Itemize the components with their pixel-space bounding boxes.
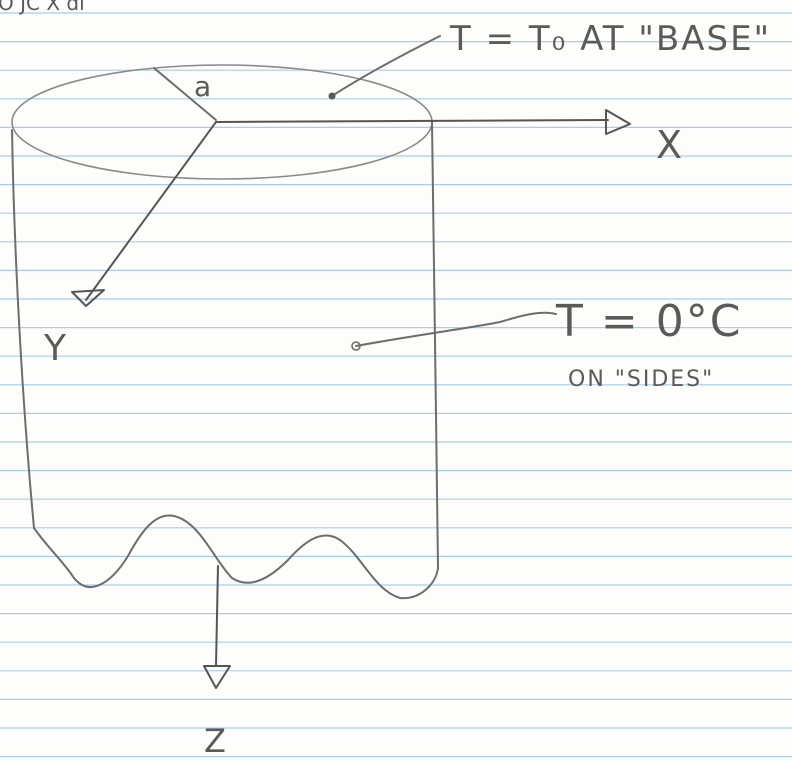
cylinder-left-side (11, 129, 35, 529)
cylinder-wavy-bottom (33, 514, 439, 600)
base-leader-line (331, 35, 441, 97)
radius-label: a (194, 70, 211, 103)
base-condition-label: T = T₀ AT "BASE" (449, 19, 771, 59)
z-axis-arrowhead (203, 665, 231, 689)
z-axis-label: Z (204, 722, 226, 760)
x-axis-line (215, 119, 609, 123)
y-axis-arrowhead (71, 289, 105, 307)
y-axis-line (85, 121, 217, 301)
top-left-fragment-text: O JC X dl (0, 0, 85, 15)
sides-condition-label: T = 0°C (555, 296, 742, 347)
radius-line (153, 67, 217, 121)
z-axis-line (215, 565, 219, 667)
ruled-lines (0, 12, 792, 758)
y-axis-label: Y (43, 328, 67, 369)
x-axis-arrowhead (605, 109, 631, 135)
sides-leader-dot (351, 341, 361, 351)
x-axis-label: X (656, 123, 682, 167)
cylinder-right-side (431, 121, 439, 569)
sides-leader-line (355, 311, 557, 347)
sides-location-label: ON "SIDES" (568, 367, 714, 392)
base-leader-dot (328, 92, 336, 100)
